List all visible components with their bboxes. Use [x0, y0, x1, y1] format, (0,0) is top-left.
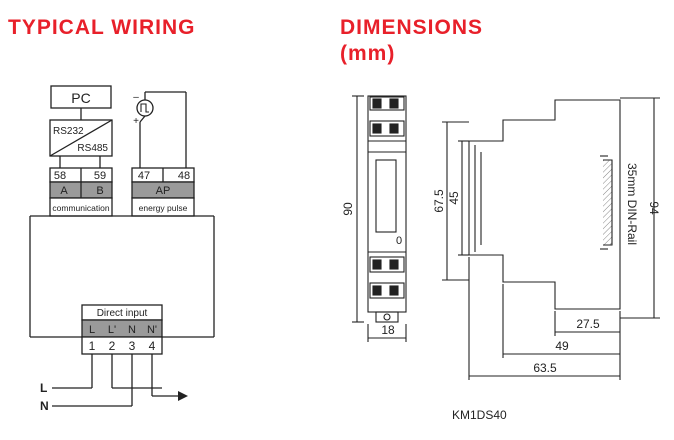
counter-minus: – [133, 92, 139, 103]
counter-plus: + [133, 116, 139, 127]
dimensions-unit: (mm) [340, 42, 396, 65]
rs232-label: RS232 [53, 126, 84, 137]
dim-depth-63-5: 63.5 [533, 361, 557, 375]
dim-depth-27-5: 27.5 [576, 317, 600, 331]
pc-label: PC [71, 90, 90, 106]
rs-converter-box [49, 119, 113, 157]
dim-side-94: 94 [647, 201, 661, 215]
wiring-diagram [29, 85, 215, 407]
typical-wiring-title: TYPICAL WIRING [8, 16, 196, 39]
input-terminal-3: 3 [129, 339, 136, 353]
terminal-48: 48 [178, 170, 190, 182]
terminal-58: 58 [54, 170, 66, 182]
energy-pulse-label: energy pulse [139, 203, 188, 213]
dim-side-67-5: 67.5 [432, 189, 446, 213]
dim-front-width: 18 [381, 323, 395, 337]
direct-input-label: Direct input [97, 308, 148, 319]
dimensions-title: DIMENSIONS [340, 16, 484, 39]
signal-ap: AP [156, 185, 171, 197]
input-terminal-4: 4 [149, 339, 156, 353]
side-view [442, 97, 660, 380]
input-signal-n-prime: N' [147, 324, 157, 336]
communication-label: communication [52, 203, 109, 213]
input-signal-l: L [89, 324, 95, 336]
line-l-label: L [40, 381, 47, 395]
terminal-47: 47 [138, 170, 150, 182]
input-terminal-2: 2 [109, 339, 116, 353]
load-arrow-icon [178, 391, 188, 401]
signal-a: A [60, 185, 68, 197]
display-digit: 0 [396, 235, 402, 247]
dim-front-height: 90 [341, 202, 355, 216]
input-terminal-1: 1 [89, 339, 96, 353]
line-n-label: N [40, 399, 49, 413]
input-signal-n: N [128, 324, 136, 336]
input-signal-l-prime: L' [108, 324, 116, 336]
dim-side-45: 45 [447, 191, 461, 205]
din-rail-label: 35mm DIN-Rail [625, 163, 639, 245]
rs485-label: RS485 [77, 143, 108, 154]
terminal-59: 59 [94, 170, 106, 182]
front-view [352, 95, 407, 342]
dim-depth-49: 49 [555, 339, 569, 353]
direct-input-terminal-row [81, 336, 163, 355]
pulse-counter-icon [136, 99, 154, 117]
signal-b: B [96, 185, 103, 197]
model-number: KM1DS40 [452, 408, 507, 422]
